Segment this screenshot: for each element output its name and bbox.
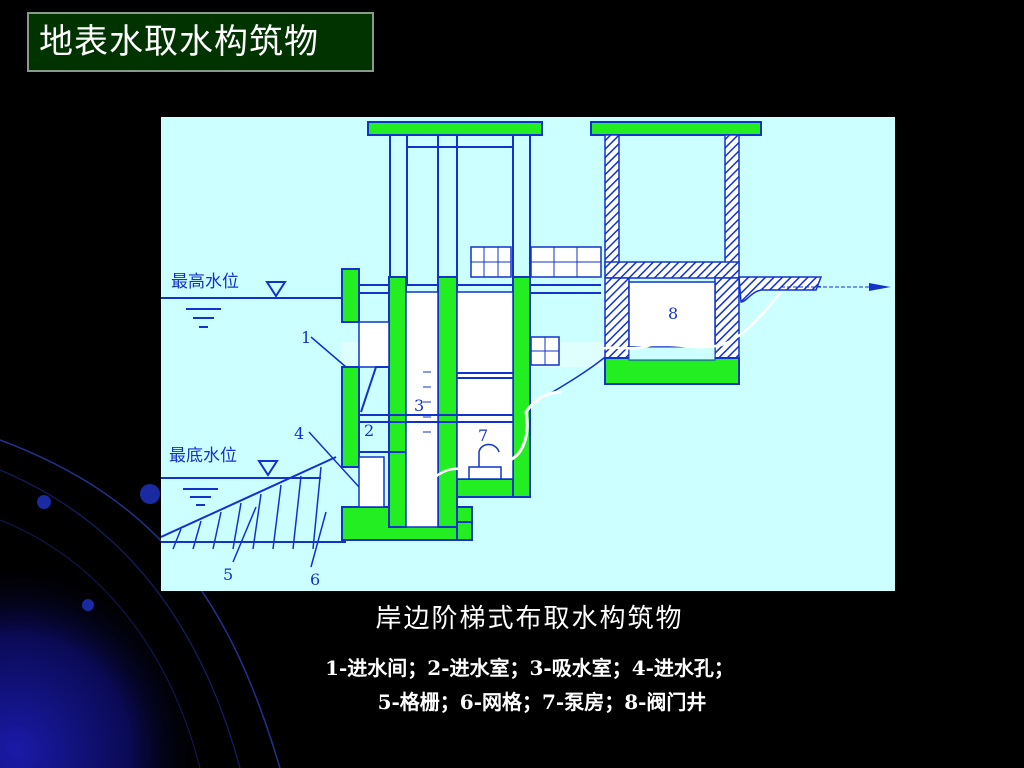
label-4: 4 <box>294 424 304 443</box>
label-8: 8 <box>668 304 678 323</box>
pump <box>468 466 502 480</box>
inlet-chamber-front-wall <box>341 268 360 323</box>
label-high-water: 最高水位 <box>171 272 239 292</box>
low-water-marker <box>257 460 279 477</box>
label-3: 3 <box>414 396 424 415</box>
valve-well-wall-left <box>604 134 620 271</box>
legend-line-1: 1-进水间；2-进水室；3-吸水室；4-进水孔； <box>325 656 734 680</box>
label-low-water: 最底水位 <box>169 446 237 466</box>
pump-house-roof <box>367 121 543 136</box>
label-2: 2 <box>364 421 374 440</box>
intake-structure-diagram: 最高水位 最底水位 1 2 3 4 5 6 7 8 <box>161 117 895 591</box>
valve-well-chamber <box>628 281 716 348</box>
river-bed-slope <box>161 456 337 538</box>
slide-title: 地表水取水构筑物 <box>27 12 374 72</box>
label-6: 6 <box>310 570 320 589</box>
figure-caption: 岸边阶梯式布取水构筑物 <box>375 604 684 634</box>
high-water-marker <box>265 281 287 298</box>
legend-line-2: 5-格栅；6-网格；7-泵房；8-阀门井 <box>377 690 707 714</box>
label-5: 5 <box>223 565 233 584</box>
label-7: 7 <box>478 426 488 445</box>
valve-well-roof <box>590 121 762 136</box>
grille <box>360 366 389 413</box>
label-1: 1 <box>301 328 311 347</box>
